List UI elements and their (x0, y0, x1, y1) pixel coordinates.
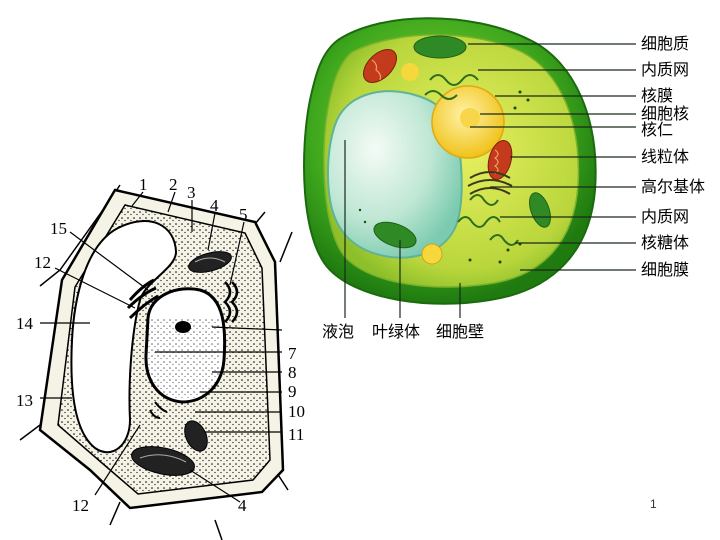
bottom-leader-lines (344, 140, 461, 318)
sketch-number-12-bottom: 12 (72, 496, 89, 515)
label-mitochondria: 线粒体 (641, 147, 690, 166)
sketch-number-11: 11 (288, 425, 305, 444)
sketch-number-5: 5 (239, 205, 248, 224)
sketch-number-9: 9 (288, 382, 297, 401)
sketch-number-3: 3 (187, 183, 196, 202)
label-vacuole: 液泡 (322, 322, 355, 341)
label-golgi-apparatus: 高尔基体 (641, 177, 706, 196)
label-nuclear-membrane: 核膜 (641, 86, 674, 105)
plant-cell-sketch (19, 184, 293, 540)
label-endoplasmic-reticulum: 内质网 (641, 60, 690, 79)
sketch-number-15: 15 (50, 219, 67, 238)
sketch-number-7: 7 (288, 344, 297, 363)
sketch-number-2: 2 (169, 175, 178, 194)
label-cytoplasm: 细胞质 (641, 34, 690, 53)
sketch-number-4-top: 4 (210, 196, 219, 215)
sketch-number-14: 14 (16, 314, 33, 333)
sketch-number-10: 10 (288, 402, 305, 421)
label-nucleolus: 核仁 (641, 120, 674, 139)
label-endoplasmic-reticulum-2: 内质网 (641, 207, 690, 226)
sketch-number-13: 13 (16, 391, 33, 410)
label-cell-wall: 细胞壁 (436, 322, 485, 341)
sketch-number-1: 1 (139, 175, 148, 194)
label-cell-membrane: 细胞膜 (641, 260, 690, 279)
sketch-number-4-bottom: 4 (238, 496, 247, 515)
label-nucleus: 细胞核 (641, 104, 690, 123)
sketch-number-8: 8 (288, 363, 297, 382)
sketch-number-12-top: 12 (34, 253, 51, 272)
label-ribosome: 核糖体 (641, 233, 690, 252)
plant-cell-3d-illustration (303, 17, 636, 318)
page-number: 1 (650, 497, 657, 511)
label-chloroplast: 叶绿体 (372, 322, 421, 341)
right-leader-lines (468, 43, 636, 271)
